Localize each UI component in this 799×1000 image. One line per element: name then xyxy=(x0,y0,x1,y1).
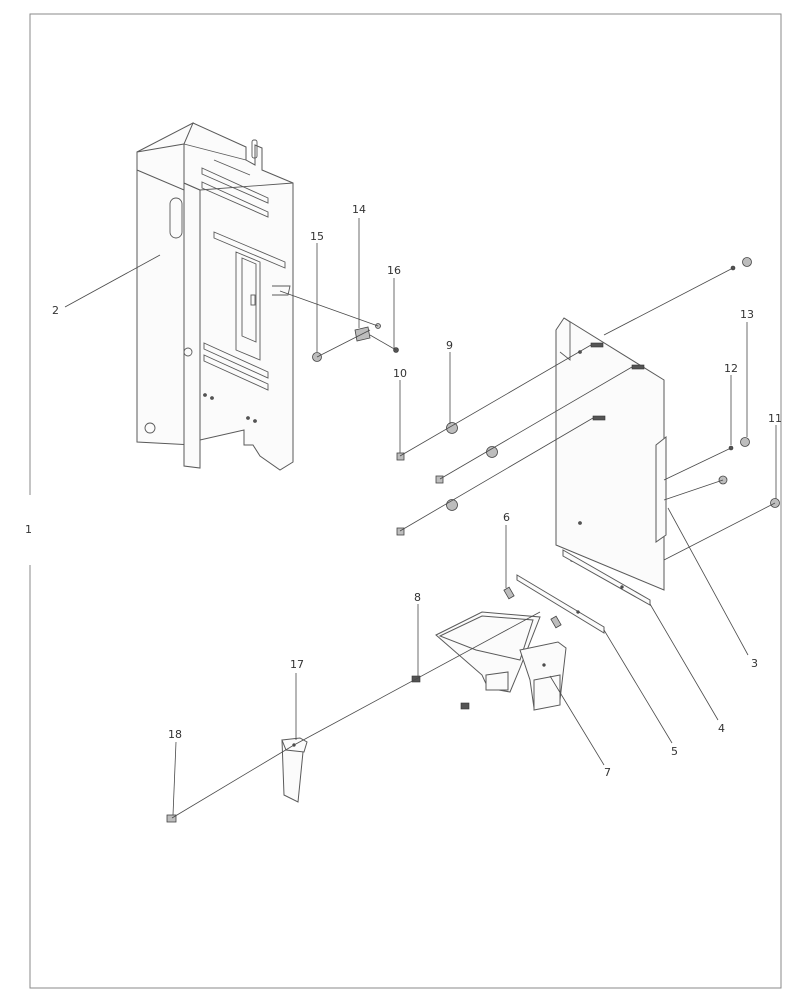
callout-2: 2 xyxy=(52,304,59,317)
callout-14: 14 xyxy=(352,203,366,216)
callout-15: 15 xyxy=(310,230,324,243)
part-17-lever xyxy=(281,737,308,803)
part-6-pins xyxy=(503,586,562,629)
callout-3: 3 xyxy=(751,657,758,670)
callout-18: 18 xyxy=(168,728,182,741)
callout-4: 4 xyxy=(718,722,725,735)
part-3-side-plate xyxy=(555,317,667,591)
assembly-lines xyxy=(171,267,776,819)
callout-12: 12 xyxy=(724,362,738,375)
part-5-flat-bar xyxy=(516,574,624,634)
part-4-mounting-strip xyxy=(562,549,651,606)
callout-16: 16 xyxy=(387,264,401,277)
diagram-border xyxy=(29,13,782,989)
callout-6: 6 xyxy=(503,511,510,524)
callout-8: 8 xyxy=(414,591,421,604)
callout-13: 13 xyxy=(740,308,754,321)
callout-labels: 1 2 3 4 5 6 7 8 9 10 11 12 13 14 15 16 1… xyxy=(25,203,782,779)
callout-leaders xyxy=(64,218,777,816)
callout-11: 11 xyxy=(768,412,782,425)
callout-17: 17 xyxy=(290,658,304,671)
part-2-channel-bracket xyxy=(136,122,294,471)
callout-7: 7 xyxy=(604,766,611,779)
callout-1: 1 xyxy=(25,523,32,536)
callout-9: 9 xyxy=(446,339,453,352)
part-7-hopper xyxy=(435,611,567,711)
callout-5: 5 xyxy=(671,745,678,758)
callout-10: 10 xyxy=(393,367,407,380)
